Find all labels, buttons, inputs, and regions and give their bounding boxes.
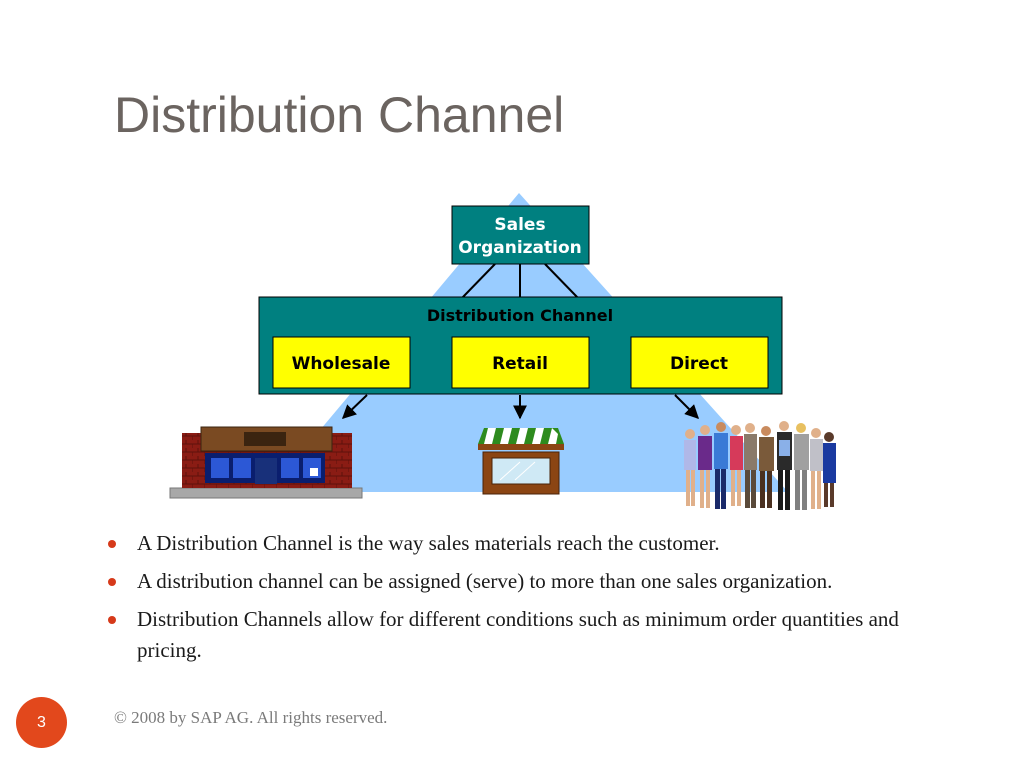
sales-org-label-line2: Organization [458,238,582,258]
arrow-to-warehouse [341,394,368,419]
channel-label-retail: Retail [492,354,548,374]
sales-org-label-line1: Sales [494,215,545,235]
slide-title: Distribution Channel [114,87,565,143]
channel-label-wholesale: Wholesale [292,354,391,374]
distribution-channel-container: Distribution Channel Wholesale Retail Di… [258,296,783,395]
copyright-footer: © 2008 by SAP AG. All rights reserved. [114,708,388,727]
bullet-item: Distribution Channels allow for differen… [105,604,935,666]
bullet-text: A Distribution Channel is the way sales … [137,531,720,555]
bullet-text: A distribution channel can be assigned (… [137,569,833,593]
channel-box-direct [630,336,769,389]
bullet-dot-icon [108,540,116,548]
connector-line [544,263,579,299]
connector-line [461,263,496,299]
channel-box-retail [451,336,590,389]
channel-box-wholesale [272,336,411,389]
customers-group-icon [684,421,836,510]
arrow-to-customers [674,394,699,419]
bullet-dot-icon [108,616,116,624]
bullet-list: A Distribution Channel is the way sales … [105,528,935,673]
page-number-badge: 3 [16,697,67,748]
bullet-item: A distribution channel can be assigned (… [105,566,935,597]
channel-label-direct: Direct [670,354,728,374]
storefront-icon [478,428,564,495]
sales-organization-node: Sales Organization [451,205,590,265]
bullet-item: A Distribution Channel is the way sales … [105,528,935,559]
bullet-text: Distribution Channels allow for differen… [137,607,899,662]
bullet-dot-icon [108,578,116,586]
warehouse-icon [169,426,363,499]
distribution-channel-label: Distribution Channel [427,306,613,325]
